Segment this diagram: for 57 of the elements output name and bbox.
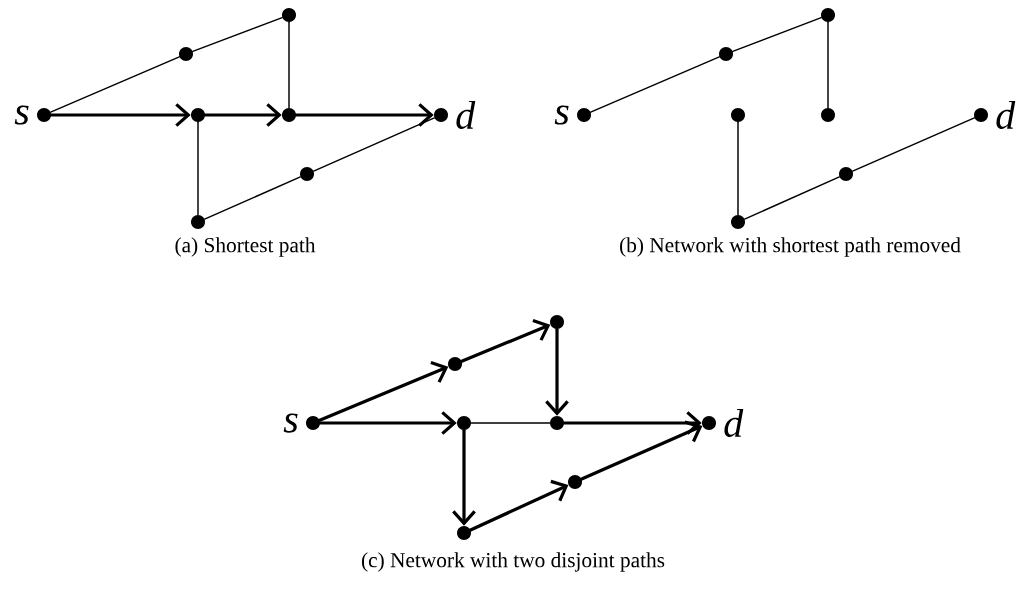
dot [839, 167, 853, 181]
dot [448, 357, 462, 371]
arrow [580, 420, 703, 481]
edge-line [589, 56, 721, 113]
edge-line [470, 422, 551, 424]
edge-line [737, 121, 739, 216]
dot [821, 108, 835, 122]
caption: (c) Network with two disjoint paths [361, 552, 665, 572]
node-label: s [283, 413, 298, 433]
dot [300, 167, 314, 181]
dot [568, 475, 582, 489]
dot [731, 108, 745, 122]
edge-line [203, 176, 302, 220]
edge-line [288, 21, 290, 109]
dot [282, 8, 296, 22]
dot [434, 108, 448, 122]
node-label: d [724, 408, 744, 438]
dot [974, 108, 988, 122]
dot [179, 47, 193, 61]
arrow [318, 360, 449, 422]
caption: (a) Shortest path [175, 237, 316, 257]
edge-line [192, 16, 283, 53]
arrow [49, 103, 191, 127]
dot [282, 108, 296, 122]
node-label: s [14, 105, 29, 125]
dot [37, 108, 51, 122]
arrow [294, 103, 434, 127]
caption: (b) Network with shortest path removed [620, 237, 961, 257]
dot [191, 215, 205, 229]
dot [702, 416, 716, 430]
arrow [545, 327, 569, 416]
arrow [318, 411, 457, 435]
edge-line [732, 16, 822, 53]
arrow [469, 479, 569, 532]
node-label: d [996, 100, 1016, 130]
arrow [460, 318, 551, 363]
dot [306, 416, 320, 430]
arrow [562, 411, 702, 435]
dot [457, 416, 471, 430]
edge-line [312, 117, 436, 172]
edge-line [49, 56, 181, 113]
dot [731, 215, 745, 229]
edge-line [743, 176, 841, 220]
edge-line [197, 121, 199, 216]
node-label: d [456, 100, 476, 130]
dot [719, 47, 733, 61]
node-label: s [554, 105, 569, 125]
edge-line [827, 21, 829, 109]
dot [550, 315, 564, 329]
dot [577, 108, 591, 122]
dot [821, 8, 835, 22]
dot [550, 416, 564, 430]
dot [457, 526, 471, 540]
edge-line [851, 117, 976, 172]
arrow [452, 428, 476, 526]
arrow [203, 103, 282, 127]
dot [191, 108, 205, 122]
